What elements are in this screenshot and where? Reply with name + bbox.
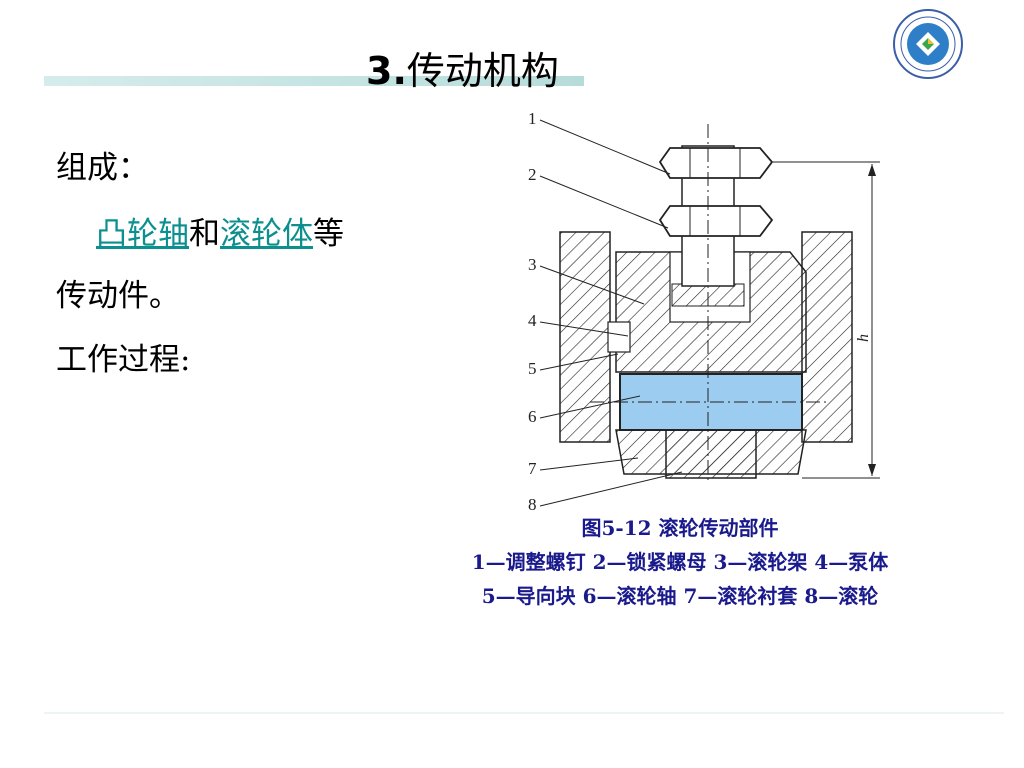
title-number: 3.: [366, 49, 407, 93]
part-label-4: 4: [528, 311, 537, 330]
pump-body-right: [801, 231, 853, 443]
part-label-3: 3: [528, 255, 537, 274]
and-text: 和: [189, 216, 220, 252]
adjusting-screw-head: [658, 147, 774, 179]
footer-divider: [44, 712, 1004, 714]
pump-body-left: [559, 231, 611, 443]
title-underline-bar: [44, 76, 584, 86]
figure-caption-legend-1: 1—调整螺钉 2—锁紧螺母 3—滚轮架 4—泵体: [471, 550, 889, 574]
title-text: 传动机构: [406, 49, 559, 93]
lock-nut: [658, 205, 774, 237]
page-title: 3.传动机构: [366, 40, 559, 95]
part-label-6: 6: [528, 407, 537, 426]
figure-caption-title: 图5-12 滚轮传动部件: [581, 516, 779, 540]
part-label-1: 1: [528, 109, 537, 128]
guide-block: [607, 321, 631, 353]
etc-text: 等: [313, 216, 344, 252]
composition-label: 组成：: [56, 150, 149, 186]
roller-body-link[interactable]: 滚轮体: [220, 216, 313, 252]
figure-caption-legend-2: 5—导向块 6—滚轮轴 7—滚轮衬套 8—滚轮: [481, 584, 879, 608]
dimension-h-label: h: [855, 334, 872, 342]
roller-transmission-diagram: h 1 2 3 4 5 6 7 8: [528, 109, 880, 514]
part-label-5: 5: [528, 359, 537, 378]
roller: [665, 429, 757, 479]
components-line: 凸轮轴和滚轮体等: [96, 208, 344, 253]
working-process-label: 工作过程:: [56, 342, 191, 378]
transmission-parts-text: 传动件。: [56, 278, 180, 314]
part-label-7: 7: [528, 459, 537, 478]
part-label-2: 2: [528, 165, 537, 184]
camshaft-link[interactable]: 凸轮轴: [96, 216, 189, 252]
part-label-8: 8: [528, 495, 537, 514]
university-logo-icon: [893, 9, 963, 79]
